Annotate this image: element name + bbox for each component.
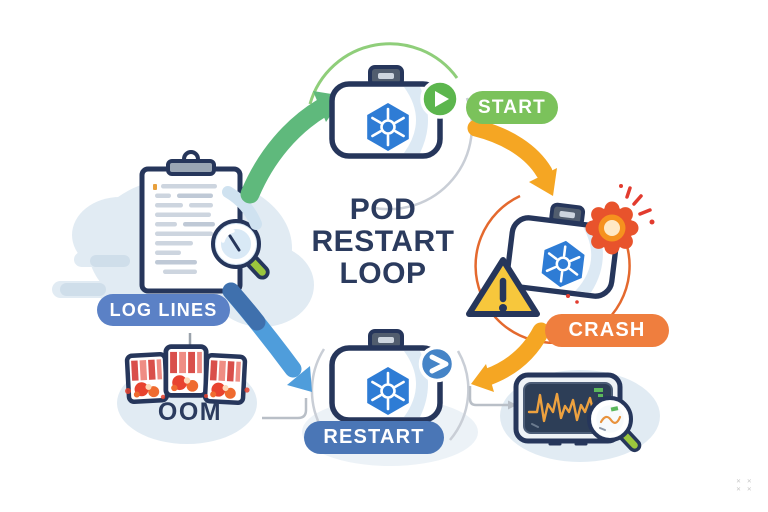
crash-badge: CRASH (545, 314, 669, 347)
title-line-3: LOOP (339, 257, 427, 290)
magnifier-icon (211, 219, 270, 280)
arrow-crash-to-restart (471, 322, 550, 392)
corner-artifact: ✕ ✕ ✕ ✕ (736, 479, 754, 493)
play-icon (420, 79, 460, 119)
arrow-logs-to-restart (222, 282, 312, 392)
ram-chip-icon (205, 355, 245, 403)
oom-chips (125, 347, 250, 403)
diagram-title: POD RESTART LOOP (290, 194, 476, 290)
restart-pod (332, 331, 456, 420)
splatter-dots (125, 387, 250, 400)
log-text-lines (153, 184, 217, 274)
monitor-icon (513, 372, 642, 453)
warning-icon (466, 257, 540, 317)
title-line-1: POD (349, 193, 417, 226)
forward-icon (418, 345, 456, 383)
start-badge: START (466, 91, 558, 124)
log-lines-badge: LOG LINES (97, 294, 230, 326)
clipboard-icon (139, 150, 270, 294)
crash-pod (466, 184, 655, 317)
right-arrowhead (508, 400, 517, 410)
oom-label: OOM (157, 398, 223, 426)
restart-badge: RESTART (304, 421, 444, 454)
title-line-2: RESTART (311, 225, 455, 258)
ram-chip-icon (127, 354, 167, 402)
explosion-icon (585, 201, 639, 255)
waveform-icon (527, 392, 606, 423)
ram-chip-icon (166, 347, 206, 396)
magnifier-icon (587, 396, 642, 453)
pod-icon (332, 67, 440, 156)
arrow-start-to-crash (467, 119, 557, 196)
page-curl-shadow (222, 186, 262, 230)
screen-indicator (594, 388, 603, 392)
start-pod (332, 67, 460, 156)
spark-lines (625, 186, 652, 216)
